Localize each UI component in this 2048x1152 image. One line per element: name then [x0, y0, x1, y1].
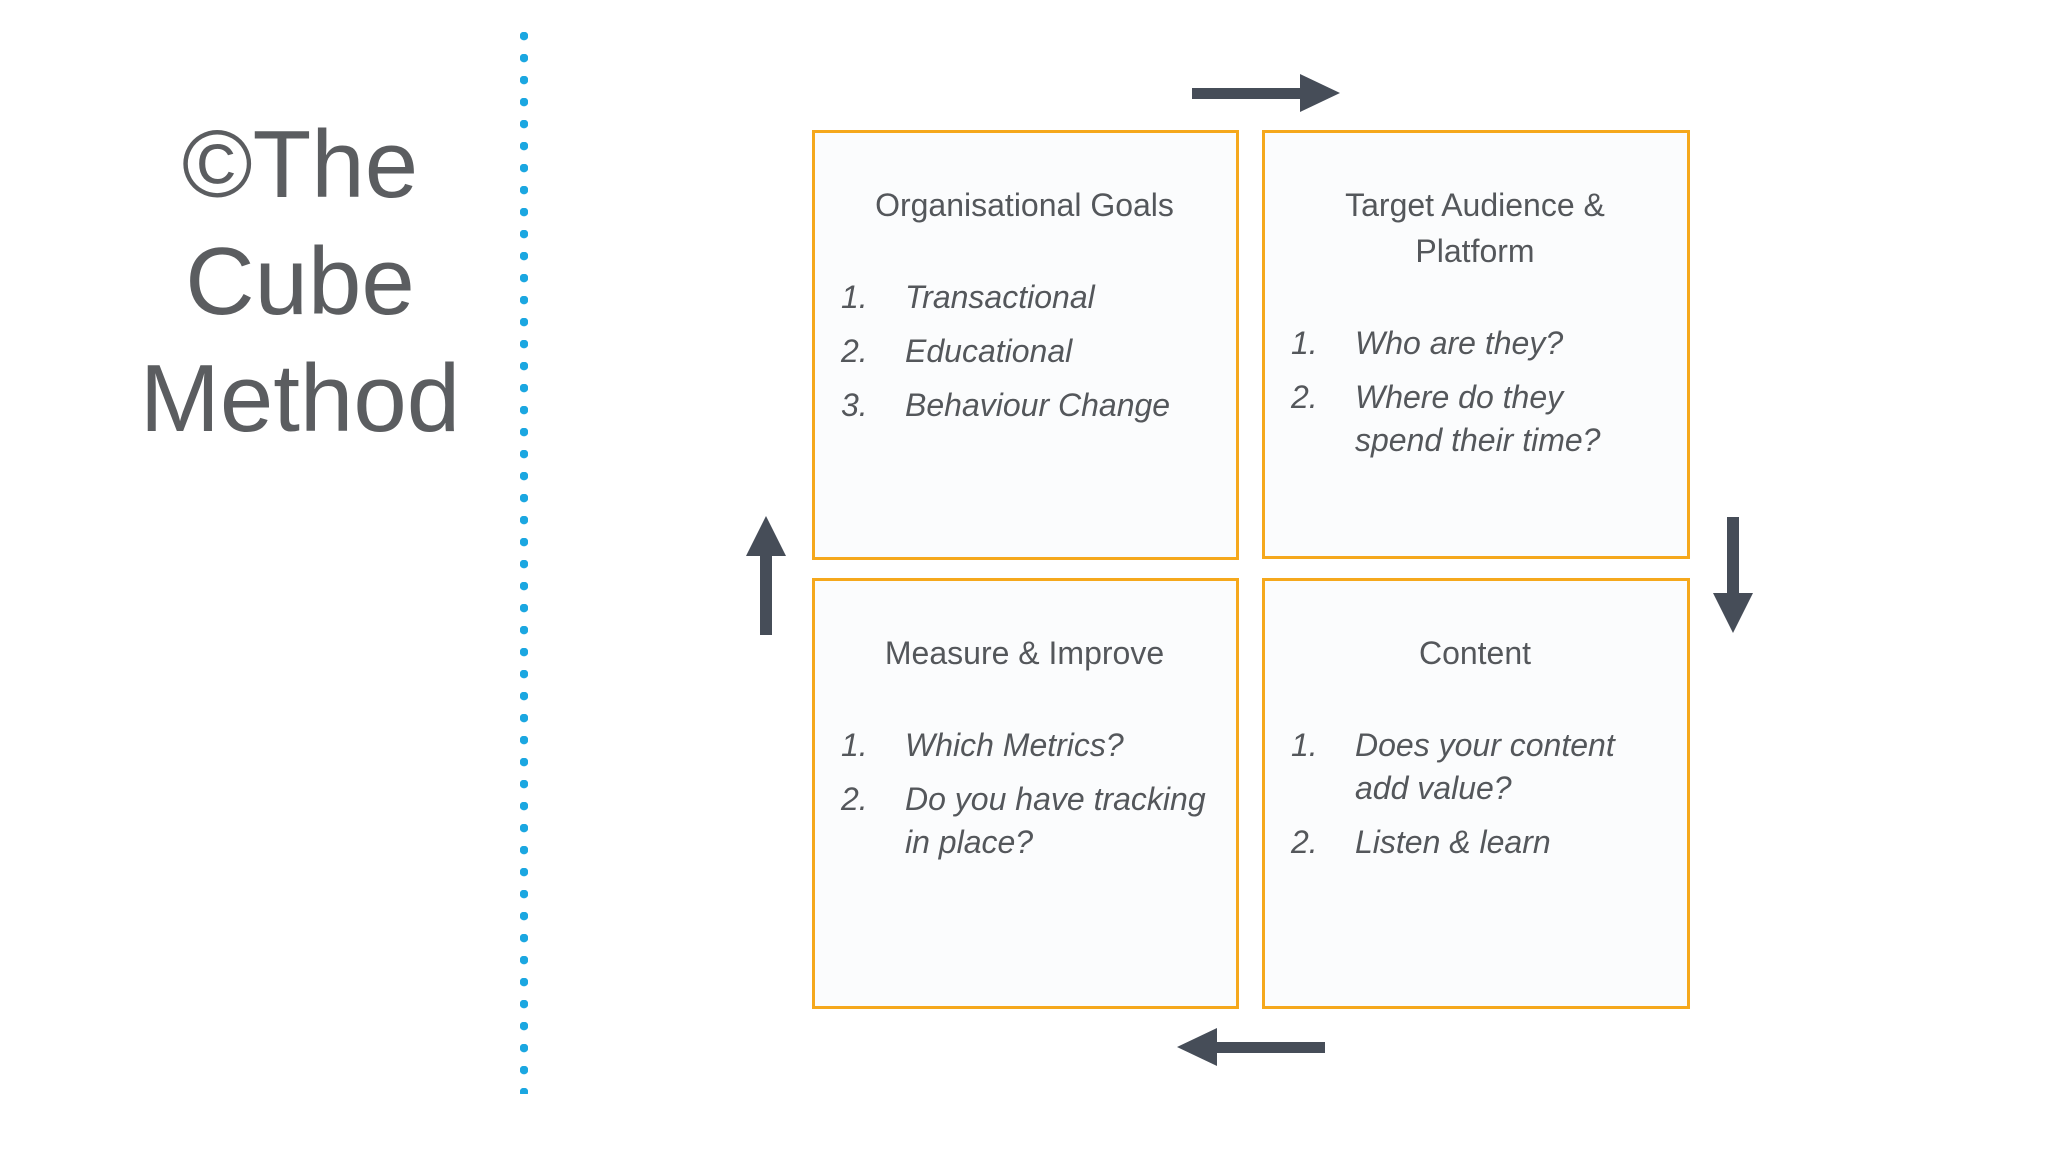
arrow-head [746, 516, 786, 556]
list-item: Who are they? [1291, 322, 1564, 365]
list-item: Transactional [841, 276, 1095, 319]
list-item: Where do they spend their time? [1291, 376, 1601, 458]
list-item: Listen & learn [1291, 821, 1551, 864]
quadrant-list: Which Metrics? Do you have tracking in p… [841, 724, 1208, 864]
page-title: ©The Cube Method [139, 111, 461, 453]
quadrant-list: Does your content add value? Listen & le… [1291, 724, 1659, 864]
quadrant-list: Who are they? Where do they spend their … [1291, 322, 1659, 462]
quadrant-measure-improve: Measure & Improve Which Metrics? Do you … [812, 578, 1239, 1009]
quadrant-title: Organisational Goals [875, 187, 1174, 223]
quadrant-content: Content Does your content add value? Lis… [1262, 578, 1690, 1009]
up-arrow-icon [746, 516, 786, 635]
arrow-head [1300, 74, 1340, 112]
right-arrow-icon [1192, 74, 1340, 112]
arrow-head [1713, 593, 1753, 633]
arrow-shaft [760, 554, 772, 635]
down-arrow-icon [1713, 517, 1753, 633]
arrow-shaft [1192, 88, 1302, 99]
quadrant-organisational-goals: Organisational Goals Transactional Educa… [812, 130, 1239, 560]
quadrant-target-audience-platform: Target Audience & Platform Who are they?… [1262, 130, 1690, 559]
quadrant-title: Measure & Improve [884, 635, 1165, 671]
arrow-shaft [1727, 517, 1739, 595]
quadrant-title: Target Audience & Platform [1345, 187, 1605, 269]
list-item: Does your content add value? [1291, 724, 1615, 806]
list-item: Educational [841, 330, 1073, 373]
arrow-head [1177, 1028, 1217, 1066]
list-item: Do you have tracking in place? [841, 778, 1206, 860]
dotted-divider [520, 32, 528, 1094]
list-item: Which Metrics? [841, 724, 1124, 767]
quadrant-list: Transactional Educational Behaviour Chan… [841, 276, 1208, 427]
left-arrow-icon [1177, 1028, 1325, 1066]
arrow-shaft [1215, 1042, 1325, 1053]
quadrant-title: Content [1418, 635, 1532, 671]
list-item: Behaviour Change [841, 384, 1171, 427]
